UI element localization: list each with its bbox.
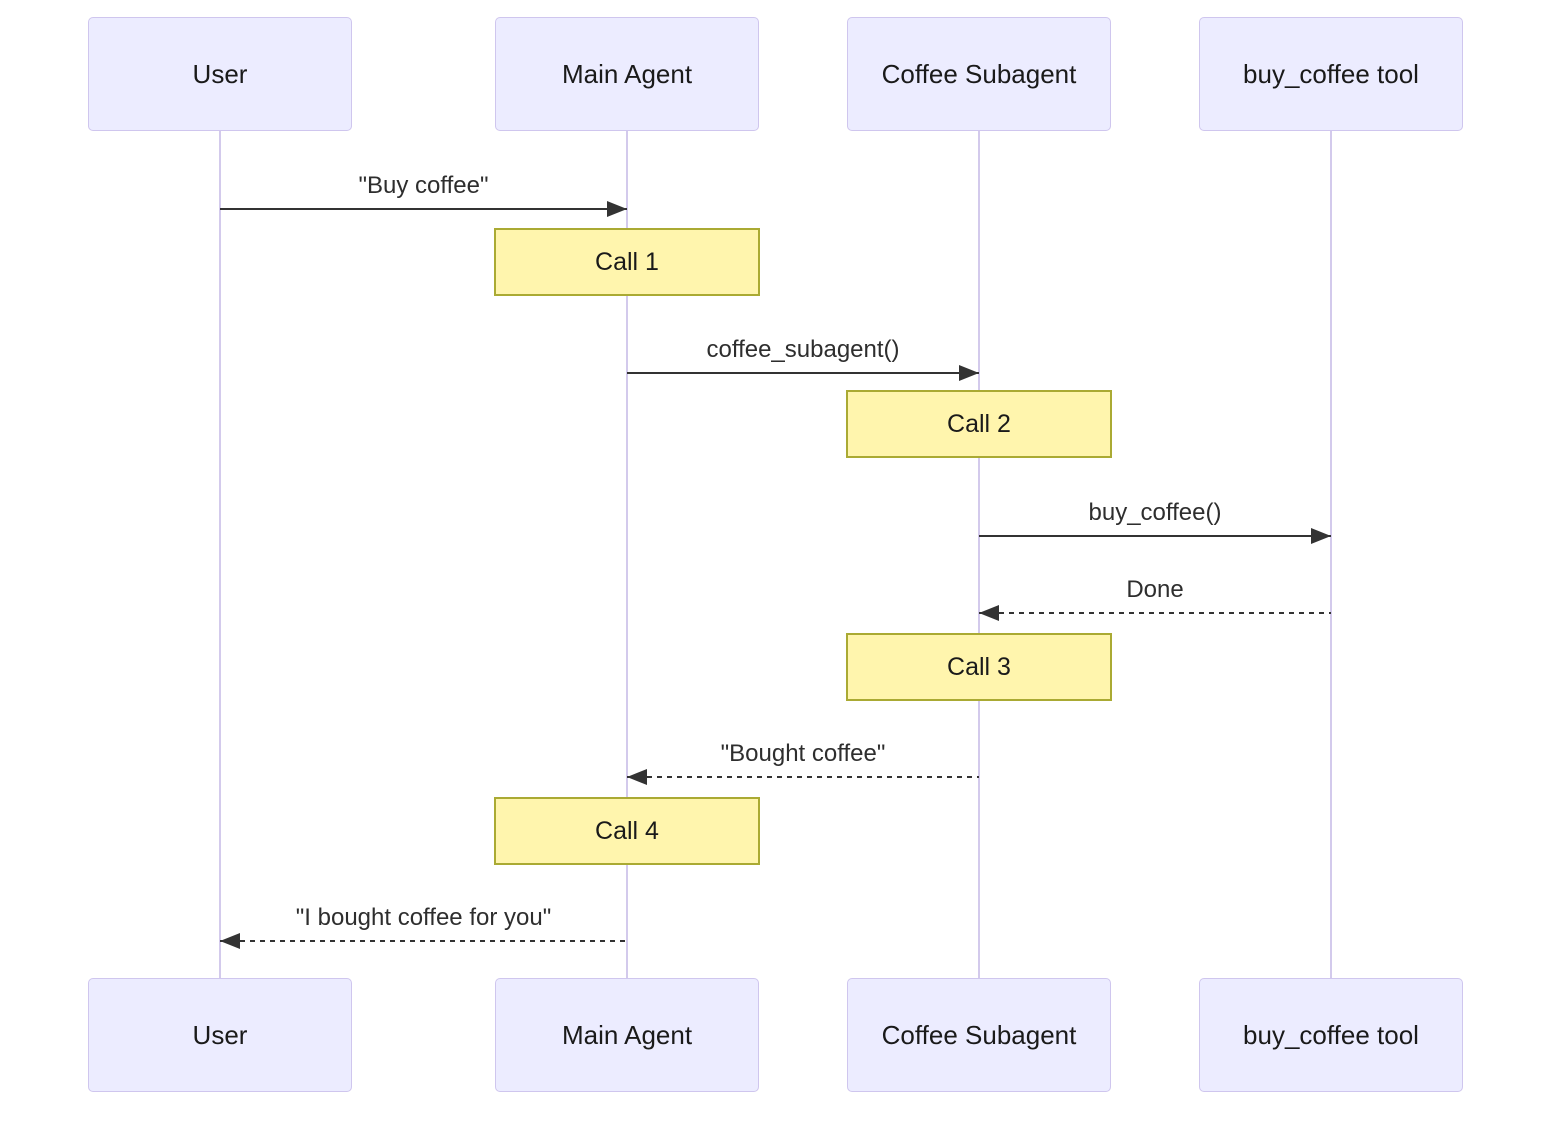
message-label: buy_coffee()	[1088, 499, 1222, 526]
lifeline-main-agent	[626, 131, 628, 978]
message-line	[979, 612, 1331, 614]
arrowhead-icon	[959, 365, 979, 381]
lifeline-coffee-subagent	[978, 131, 980, 978]
message-line	[979, 535, 1331, 537]
message-line	[627, 776, 979, 778]
actor-label-buy-coffee-tool-bottom: buy_coffee tool	[1199, 978, 1463, 1092]
lifeline-user	[219, 131, 221, 978]
actor-label-coffee-subagent-bottom: Coffee Subagent	[847, 978, 1111, 1092]
actor-label-main-agent-bottom: Main Agent	[495, 978, 759, 1092]
note-call-1: Call 1	[494, 228, 760, 296]
message-label: "Bought coffee"	[720, 740, 886, 767]
note-call-2: Call 2	[846, 390, 1112, 458]
actor-label-user-top: User	[88, 17, 352, 131]
arrowhead-icon	[607, 201, 627, 217]
arrowhead-icon	[1311, 528, 1331, 544]
actor-label-coffee-subagent-top: Coffee Subagent	[847, 17, 1111, 131]
arrowhead-icon	[979, 605, 999, 621]
actor-label-buy-coffee-tool-top: buy_coffee tool	[1199, 17, 1463, 131]
message-line	[220, 940, 627, 942]
actor-label-main-agent-top: Main Agent	[495, 17, 759, 131]
actor-label-user-bottom: User	[88, 978, 352, 1092]
note-call-3: Call 3	[846, 633, 1112, 701]
message-line	[627, 372, 979, 374]
note-call-4: Call 4	[494, 797, 760, 865]
arrowhead-icon	[220, 933, 240, 949]
message-label: Done	[1126, 576, 1184, 603]
lifeline-buy-coffee-tool	[1330, 131, 1332, 978]
message-line	[220, 208, 627, 210]
message-label: "Buy coffee"	[358, 172, 489, 199]
message-label: coffee_subagent()	[706, 336, 900, 363]
arrowhead-icon	[627, 769, 647, 785]
message-label: "I bought coffee for you"	[295, 904, 552, 931]
